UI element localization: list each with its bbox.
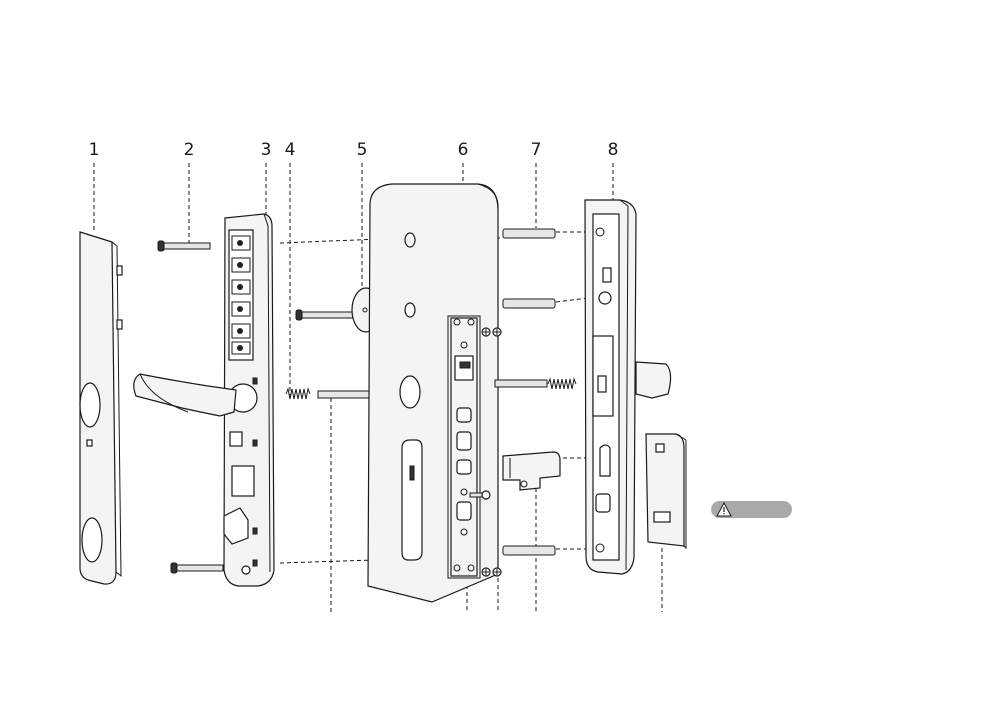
- callout-3: 3: [261, 140, 272, 160]
- door-section: [368, 184, 498, 602]
- warning-triangle-icon: [716, 502, 732, 517]
- leader-lines-top: [94, 163, 613, 395]
- callout-2: 2: [184, 140, 195, 160]
- part-3-inner-handle: [134, 214, 274, 586]
- part-7-pins-and-cylinder: [495, 229, 576, 555]
- callout-5: 5: [357, 140, 368, 160]
- part-cylinder-cover: [646, 434, 686, 548]
- callout-6: 6: [458, 140, 469, 160]
- warning-badge: [711, 501, 792, 518]
- callout-7: 7: [531, 140, 542, 160]
- part-1-cover-plate: [80, 232, 122, 584]
- callout-8: 8: [608, 140, 619, 160]
- callout-4: 4: [285, 140, 296, 160]
- part-5-spindle: [296, 288, 380, 332]
- callout-1: 1: [89, 140, 100, 160]
- part-4-spring: [286, 389, 376, 399]
